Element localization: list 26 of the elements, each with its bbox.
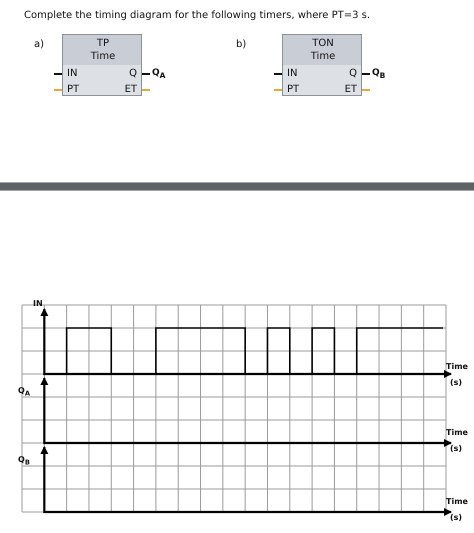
pin-label: PT [67, 84, 80, 95]
axis-label: Time [446, 428, 468, 437]
part-letter: b) [236, 40, 246, 49]
pin-label: Q [349, 68, 357, 79]
axis-label: (s) [450, 378, 462, 387]
axis-label: Time [446, 497, 468, 506]
timer-type: TON [311, 38, 335, 49]
axis-label: (s) [450, 444, 462, 453]
signal-name: IN [33, 299, 43, 308]
instance-name: Time [90, 51, 116, 62]
axis-label: Time [446, 362, 468, 371]
pin-label: ET [124, 84, 137, 95]
question-text: Complete the timing diagram for the following timers, where PT=3 s. [24, 10, 370, 21]
output-name: Q$_{A}$ [152, 68, 166, 81]
pin-label: Q [129, 68, 137, 79]
instance-name: Time [310, 51, 336, 62]
pin-label: IN [67, 68, 78, 79]
pin-label: ET [344, 84, 357, 95]
pin-label: IN [287, 68, 298, 79]
signal-name: Q$_{B}$ [18, 455, 30, 468]
pin-label: PT [287, 84, 300, 95]
signal-name: Q$_{A}$ [18, 386, 30, 399]
part-letter: a) [34, 40, 44, 49]
timer-type: TP [96, 38, 110, 49]
axis-label: (s) [450, 513, 462, 522]
output-name: Q$_{B}$ [372, 68, 386, 81]
